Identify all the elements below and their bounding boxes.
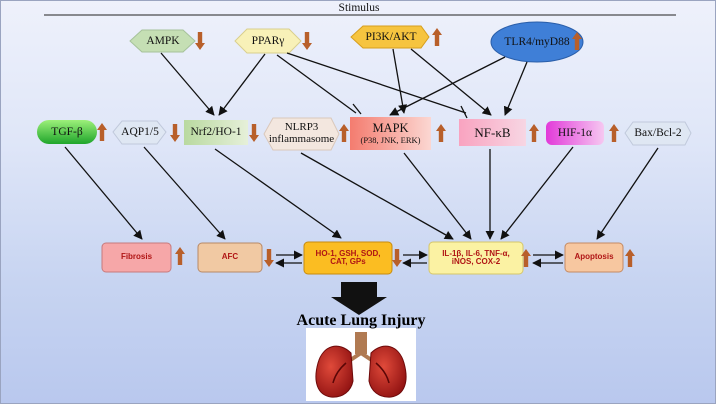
antioxidant-label: HO-1, GSH, SOD, CAT, GPs: [304, 243, 392, 273]
ampk-label: AMPK: [146, 34, 180, 47]
mapk-label-sub: (P38, JNK, ERK): [360, 134, 421, 145]
antioxidant-down-arrow-icon: [392, 249, 402, 267]
tlr4-node: [490, 21, 584, 63]
cytokine-node: [428, 241, 524, 275]
afc-label: AFC: [221, 252, 239, 262]
antioxidant-label-line2: CAT, GPs: [330, 257, 366, 266]
pathway-connectors: [64, 48, 659, 268]
cytokine-label: IL-1β, IL-6, TNF-α, iNOS, COX-2: [429, 243, 523, 273]
cytokine-label-line2: iNOS, COX-2: [451, 257, 501, 266]
pparg-node: [234, 28, 302, 54]
hif-label: HIF-1α: [557, 126, 593, 139]
pi3k-node: [350, 25, 430, 49]
outcome-down-arrow-icon: [331, 282, 387, 315]
pi3k-up-arrow-icon: [432, 28, 442, 46]
bax-node: [624, 121, 692, 146]
tlr4-label: TLR4/myD88: [504, 35, 570, 48]
nlrp3-label-line1: NLRP3: [284, 121, 319, 134]
ampk-node: [129, 29, 196, 53]
mapk-up-arrow-icon: [436, 124, 446, 142]
apoptosis-node: [564, 242, 624, 273]
aqp-down-arrow-icon: [170, 124, 180, 142]
fibrosis-up-arrow-icon: [175, 247, 185, 265]
apoptosis-label: Apoptosis: [574, 252, 614, 262]
lungs-icon: [306, 328, 416, 401]
afc-down-arrow-icon: [264, 249, 274, 267]
tgfb-node: [37, 120, 97, 144]
afc-node: [197, 242, 263, 273]
nfkb-node: [459, 119, 526, 146]
antioxidant-label-line1: HO-1, GSH, SOD,: [315, 248, 381, 258]
stimulus-label: Stimulus: [338, 1, 380, 14]
cytokine-label-line1: IL-1β, IL-6, TNF-α,: [442, 248, 510, 258]
mapk-label: MAPK (P38, JNK, ERK): [350, 118, 431, 149]
ampk-down-arrow-icon: [195, 32, 205, 50]
nrf2-label: Nrf2/HO-1: [190, 126, 242, 139]
nlrp3-node: [263, 117, 340, 151]
aqp-label: AQP1/5: [121, 126, 159, 139]
bax-label: Bax/Bcl-2: [634, 127, 682, 140]
nrf2-down-arrow-icon: [249, 124, 259, 142]
nfkb-label: NF-κB: [474, 124, 511, 140]
nlrp3-label-line2: inflammasome: [268, 133, 335, 145]
nrf2-node: [184, 120, 248, 145]
nlrp3-up-arrow-icon: [339, 124, 349, 142]
hif-up-arrow-icon: [609, 124, 619, 142]
antioxidant-node: [303, 241, 393, 275]
mapk-node: [350, 117, 431, 150]
fibrosis-node: [101, 242, 172, 273]
tgfb-up-arrow-icon: [97, 123, 107, 141]
pparg-down-arrow-icon: [302, 32, 312, 50]
hif-node: [546, 121, 604, 145]
pparg-label: PPARγ: [251, 34, 285, 47]
pi3k-label: PI3K/AKT: [365, 30, 417, 43]
mapk-label-main: MAPK: [372, 121, 409, 136]
tgfb-label: TGF-β: [51, 125, 83, 138]
nlrp3-label: NLRP3 inflammasome: [264, 119, 339, 149]
outcome-title: Acute Lung Injury: [296, 311, 426, 329]
apoptosis-up-arrow-icon: [625, 249, 635, 267]
fibrosis-label: Fibrosis: [120, 252, 153, 262]
nfkb-up-arrow-icon: [529, 124, 539, 142]
aqp-node: [112, 120, 167, 145]
